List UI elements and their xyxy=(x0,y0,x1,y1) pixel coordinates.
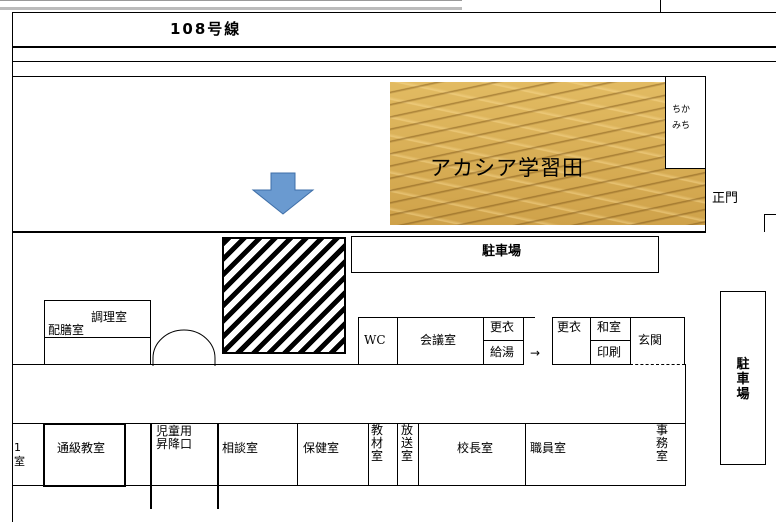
principal-room-label: 校長室 xyxy=(457,441,494,455)
kyutou-label: 給湯 xyxy=(490,345,515,359)
wc-label: WC xyxy=(364,333,386,347)
tsukyu-classroom xyxy=(43,423,126,487)
hall-arrow: → xyxy=(530,346,541,360)
student-entrance-label: 児童用 昇降口 xyxy=(156,424,193,451)
office-label: 事務室 xyxy=(655,423,668,463)
print-room-label: 印刷 xyxy=(597,345,622,359)
changing-room-1-label: 更衣 xyxy=(490,320,515,334)
broadcast-room-label: 放送室 xyxy=(400,423,413,463)
meeting-room-label: 会議室 xyxy=(420,333,457,347)
class-1-label: 1 室 xyxy=(14,441,25,468)
parking-side-label: 駐車場 xyxy=(736,357,750,402)
materials-room-label: 教材室 xyxy=(370,423,383,463)
acacia-rice-field xyxy=(390,82,705,225)
parking-lot-side xyxy=(720,291,766,465)
health-room-label: 保健室 xyxy=(303,441,340,455)
field-label: アカシア学習田 xyxy=(430,156,584,180)
road-label: 108号線 xyxy=(170,20,242,38)
counseling-room-label: 相談室 xyxy=(222,441,259,455)
main-gate-label: 正門 xyxy=(712,191,739,206)
arch-passage xyxy=(152,329,216,366)
hatched-area xyxy=(222,237,346,354)
parking-top-label: 駐車場 xyxy=(482,244,522,259)
staff-room-label: 職員室 xyxy=(530,441,567,455)
shortcut-box xyxy=(665,76,706,169)
changing-room-2-label: 更衣 xyxy=(557,320,582,334)
japanese-room-label: 和室 xyxy=(597,320,622,334)
tsukyu-classroom-label: 通級教室 xyxy=(57,441,106,455)
cooking-room-label: 調理室 xyxy=(91,310,128,324)
serving-room-label: 配膳室 xyxy=(48,323,85,337)
entrance-label: 玄関 xyxy=(638,333,663,347)
arrow-down-icon xyxy=(251,172,315,215)
shortcut-label: ちか みち xyxy=(672,105,691,131)
parking-lot-top xyxy=(351,236,659,273)
